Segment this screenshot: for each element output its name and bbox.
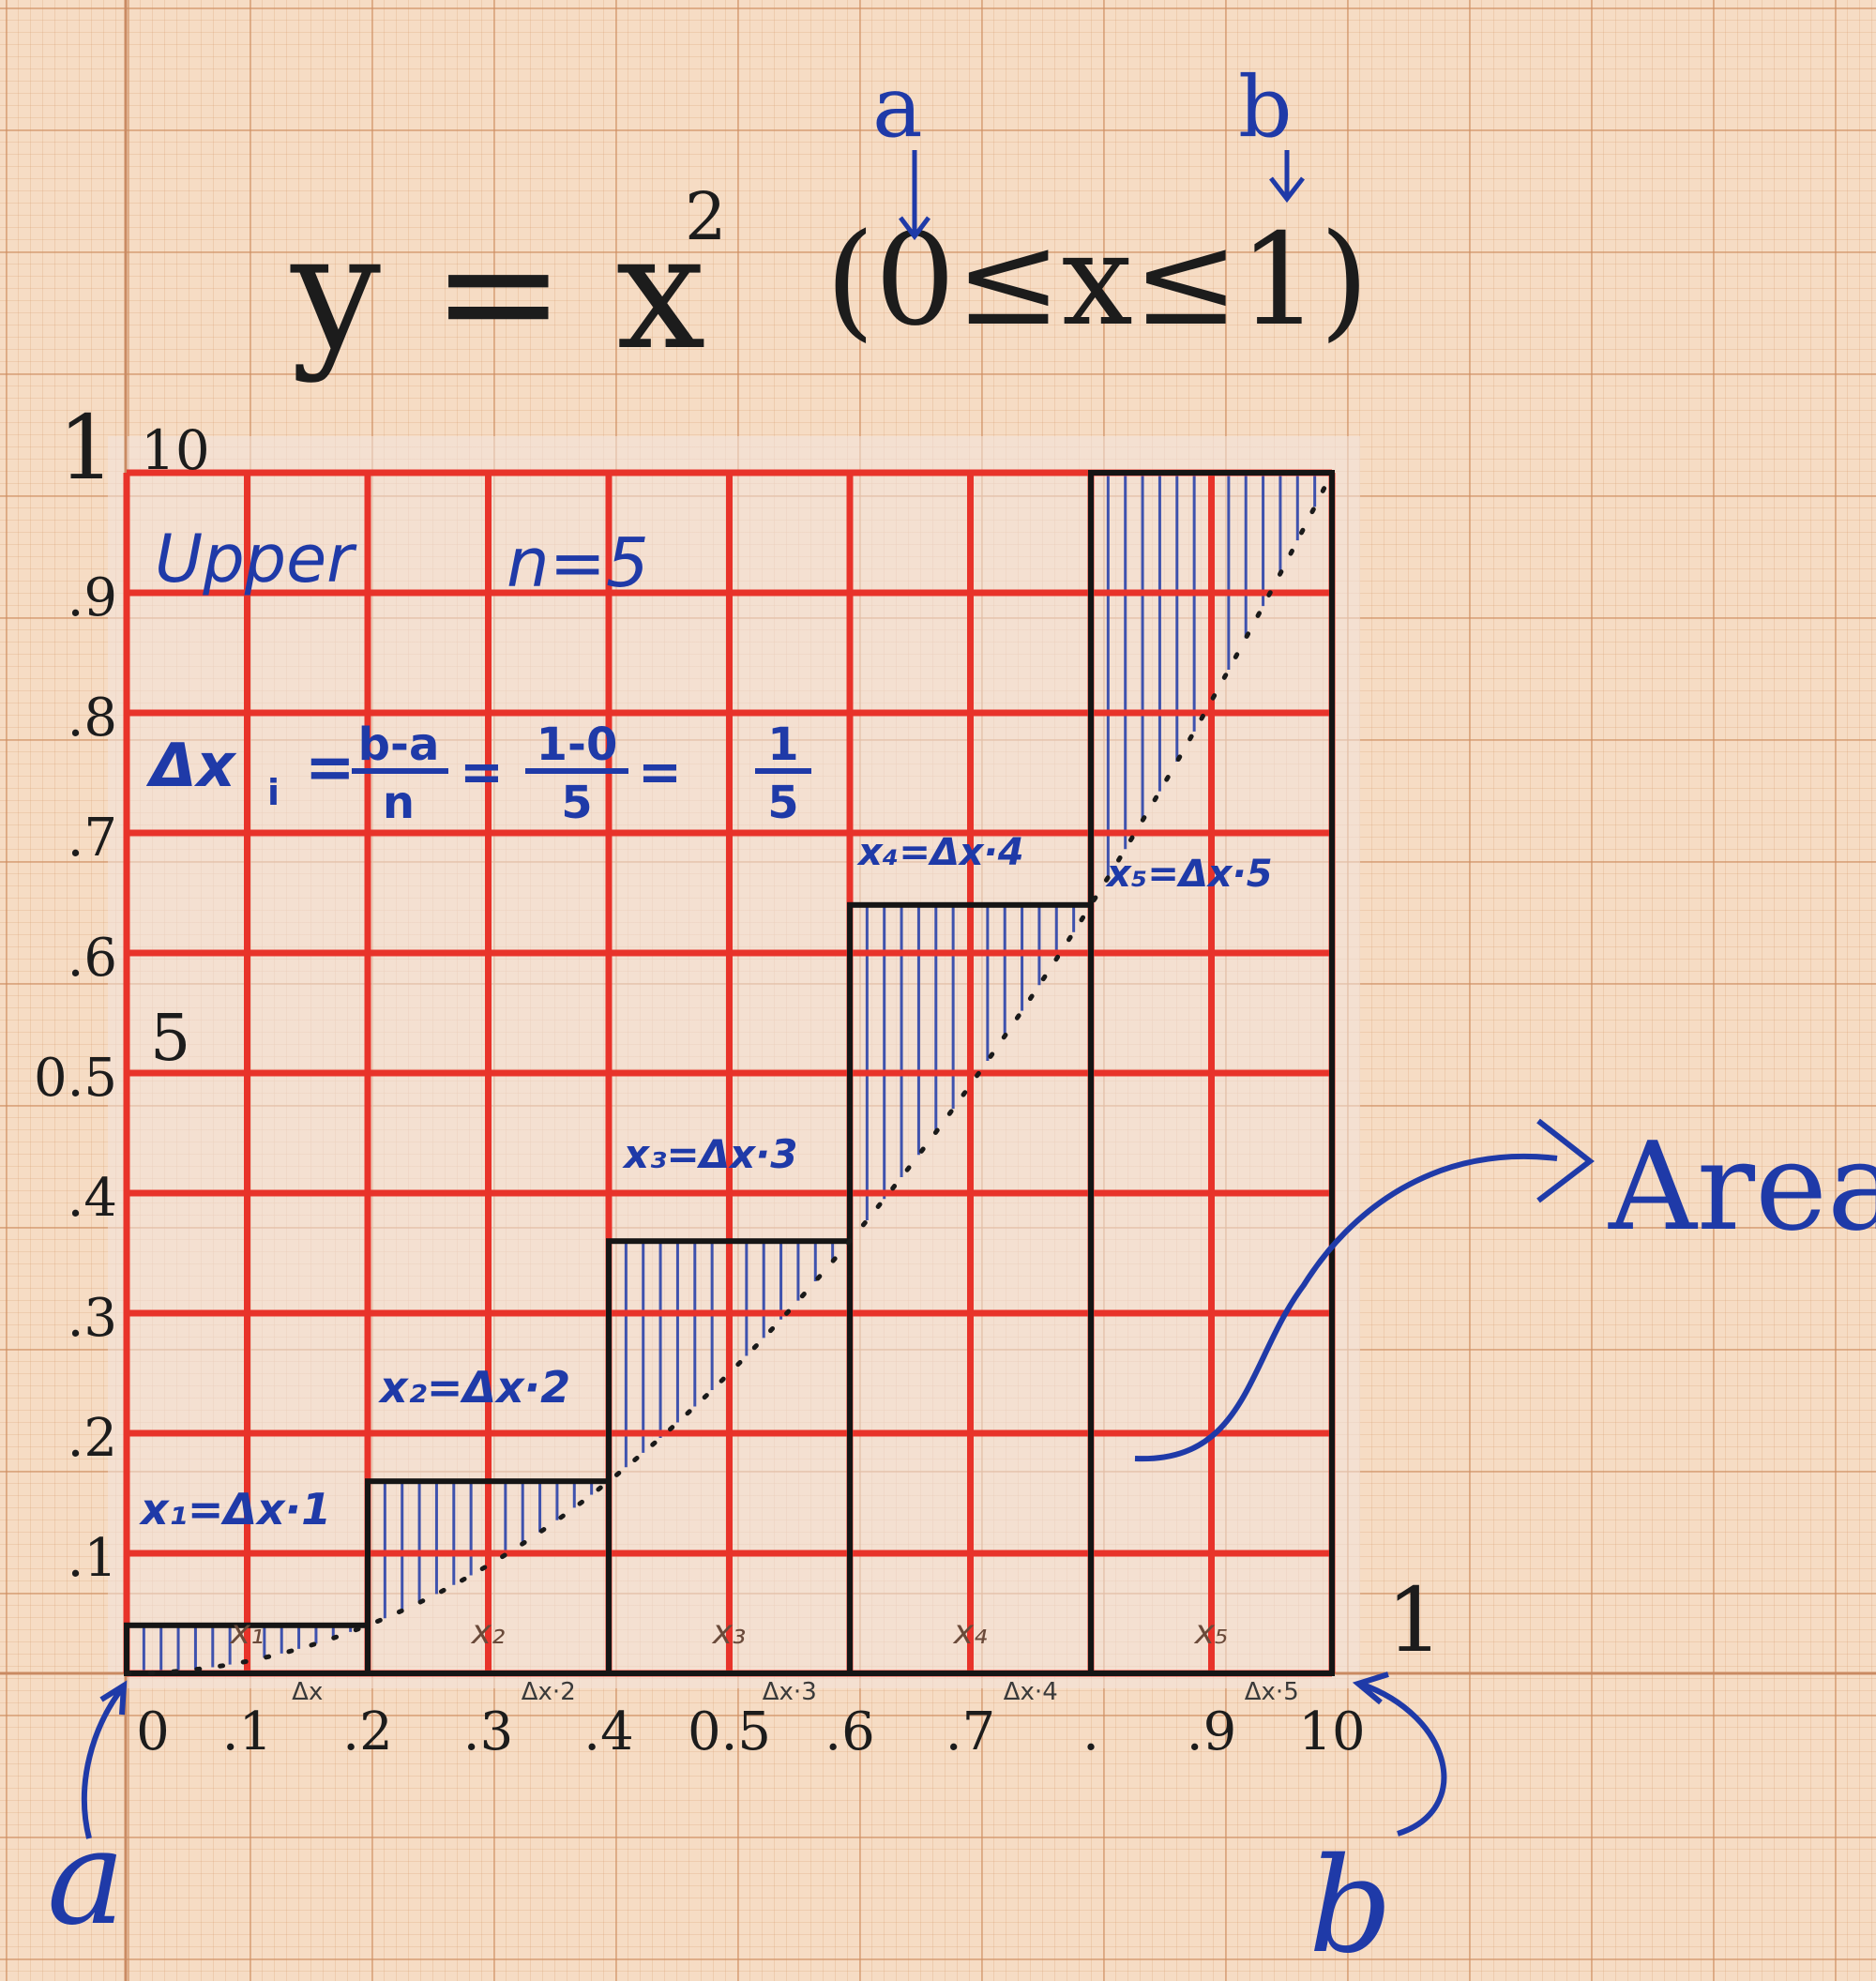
y-tick-label: .7 bbox=[68, 808, 117, 869]
x-tick-label: .4 bbox=[583, 1701, 633, 1762]
x-below-label: Δx·4 bbox=[1004, 1678, 1058, 1706]
x-tick-label: .7 bbox=[946, 1701, 995, 1762]
x-below-label: Δx·5 bbox=[1245, 1678, 1299, 1706]
y-axis-small-five: 5 bbox=[150, 1002, 190, 1076]
axis-b-arrow-icon bbox=[1352, 1671, 1447, 1837]
x-below-label: Δx·2 bbox=[522, 1678, 576, 1706]
axis-a-arrow-icon bbox=[81, 1680, 128, 1839]
x3-label: x₃=Δx·3 bbox=[622, 1131, 797, 1177]
delta-lhs: Δx bbox=[145, 732, 237, 801]
y-tick-labels: .1 .2 .3 .4 0.5 .6 .7 .8 .9 bbox=[34, 567, 117, 1589]
area-pointer-line bbox=[1134, 1154, 1558, 1462]
x-axis-right-one: 1 bbox=[1386, 1569, 1443, 1672]
x1-label: x₁=Δx·1 bbox=[139, 1484, 331, 1535]
title-exponent: 2 bbox=[685, 178, 727, 255]
delta-den: n bbox=[383, 777, 415, 829]
x-tick-label: .6 bbox=[825, 1701, 874, 1762]
x-tick-label: .3 bbox=[463, 1701, 513, 1762]
y-axis-ten: 10 bbox=[141, 418, 210, 482]
y-tick-label: .4 bbox=[68, 1168, 117, 1229]
delta-den2: 5 bbox=[561, 777, 592, 829]
method-label: Upper bbox=[155, 521, 357, 597]
x-subinterval-label: x₄ bbox=[953, 1613, 988, 1652]
x-tick-labels: 0 .1 .2 .3 .4 0.5 .6 .7. .9 10 bbox=[136, 1701, 1365, 1762]
axis-b-label: b bbox=[1309, 1830, 1393, 1981]
delta-eq2: = bbox=[460, 742, 504, 803]
x-tick-label: 0.5 bbox=[688, 1701, 771, 1762]
n-label: n=5 bbox=[507, 523, 649, 602]
parabola-curve bbox=[124, 470, 1335, 1676]
y-tick-label: .8 bbox=[68, 688, 117, 749]
y-tick-label: .9 bbox=[68, 567, 117, 628]
x-tick-label: .2 bbox=[342, 1701, 392, 1762]
x-below-label: Δx bbox=[292, 1678, 323, 1706]
x-tick-label: .9 bbox=[1187, 1701, 1236, 1762]
y-tick-label: .1 bbox=[68, 1528, 117, 1589]
area-arrow-icon bbox=[1536, 1118, 1595, 1203]
x-below-labels: Δx Δx·2 Δx·3 Δx·4 Δx·5 bbox=[292, 1678, 1299, 1706]
title-b-marker: b bbox=[1238, 58, 1293, 157]
delta-formula: Δx i = b-a n = 1-0 5 = 1 5 bbox=[145, 718, 811, 829]
x-subinterval-label: x₁ bbox=[230, 1613, 265, 1652]
x-subinterval-labels: x₁ x₂ x₃ x₄ x₅ bbox=[230, 1613, 1229, 1652]
delta-eq: = bbox=[305, 733, 356, 803]
delta-num3: 1 bbox=[767, 718, 798, 771]
y-tick-label: .3 bbox=[68, 1288, 117, 1349]
title-lhs: y = x bbox=[290, 200, 705, 386]
x5-label: x₅=Δx·5 bbox=[1105, 853, 1273, 896]
bar-5 bbox=[1088, 470, 1335, 1676]
y-axis-one: 1 bbox=[58, 397, 114, 500]
x-tick-label: 10 bbox=[1298, 1701, 1365, 1762]
x-below-label: Δx·3 bbox=[763, 1678, 817, 1706]
y-tick-label: .2 bbox=[68, 1408, 117, 1469]
delta-eq3: = bbox=[638, 742, 682, 803]
y-tick-label: 0.5 bbox=[34, 1048, 117, 1109]
y-tick-label: .6 bbox=[68, 928, 117, 989]
delta-num2: 1-0 bbox=[537, 718, 618, 771]
delta-den3: 5 bbox=[767, 777, 798, 829]
x-tick-label: . bbox=[1082, 1701, 1099, 1762]
x-tick-label: .1 bbox=[222, 1701, 272, 1762]
x-subinterval-label: x₂ bbox=[471, 1613, 506, 1652]
x4-label: x₄=Δx·4 bbox=[856, 831, 1024, 874]
b-arrow-icon bbox=[1269, 150, 1305, 204]
x-subinterval-label: x₅ bbox=[1194, 1613, 1229, 1652]
marker-arrows bbox=[899, 150, 1305, 241]
x-subinterval-label: x₃ bbox=[712, 1613, 747, 1652]
delta-sub: i bbox=[267, 772, 280, 813]
transparency-sheet bbox=[108, 436, 1360, 1688]
delta-num: b-a bbox=[358, 718, 440, 771]
area-label: Area bbox=[1608, 1115, 1876, 1258]
riemann-bars bbox=[124, 470, 1335, 1677]
x-tick-label: 0 bbox=[136, 1701, 170, 1762]
a-arrow-icon bbox=[899, 150, 930, 241]
x2-label: x₂=Δx·2 bbox=[378, 1362, 570, 1413]
title-a-marker: a bbox=[872, 58, 923, 157]
parabola-path bbox=[124, 470, 1335, 1676]
